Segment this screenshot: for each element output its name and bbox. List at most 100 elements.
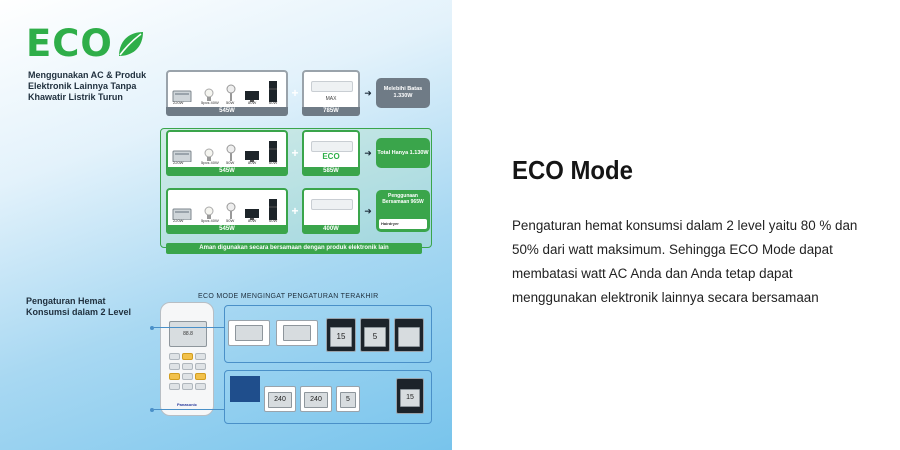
fridge-icon	[269, 141, 277, 162]
lcd-display: 5	[340, 392, 356, 408]
fridge-icon	[269, 81, 277, 102]
step-box	[394, 318, 424, 352]
ac-box: MAX 785W	[302, 70, 360, 116]
tv-icon	[245, 91, 259, 102]
remote-button	[169, 363, 180, 370]
result-text: Penggunaan Bersamaan 965W	[382, 193, 424, 205]
remote-screen: 88.8	[169, 321, 207, 347]
ac-mode-label: MAX	[325, 96, 337, 102]
appliance-label: 80W	[248, 218, 257, 223]
eco-description: Menggunakan AC & Produk Elektronik Lainn…	[28, 70, 147, 102]
appliances-box: 220W 5pcs 40W 50W 80W 60W 545W	[166, 188, 288, 234]
step-box: 5	[336, 386, 360, 412]
lcd-display: 15	[330, 327, 352, 347]
appliance-label: 220W	[173, 218, 184, 223]
bulb-icon	[204, 206, 214, 219]
info-tag	[230, 376, 260, 402]
fan-icon	[226, 202, 236, 219]
eco-mode-infographic: ECO Menggunakan AC & Produk Elektronik L…	[0, 0, 452, 450]
products-total: 545W	[166, 225, 288, 234]
result-card: Penggunaan Bersamaan 965W Hairdryer	[376, 190, 430, 232]
steps-panel	[224, 305, 432, 363]
remote-button	[169, 373, 180, 380]
steps-panel	[224, 370, 432, 424]
lcd-display: 240	[304, 392, 328, 408]
safety-banner: Aman digunakan secara bersamaan dengan p…	[166, 243, 422, 254]
lcd-display	[398, 327, 420, 347]
appliance-label: 50W	[226, 100, 235, 105]
washing-machine-icon	[172, 150, 192, 162]
eco-logo-text: ECO	[26, 22, 113, 65]
appliance-label: 5pcs 40W	[201, 218, 219, 223]
result-badge: Melebihi Batas 1.330W	[376, 78, 430, 108]
ac-total: 785W	[302, 107, 360, 116]
hairdryer-label: Hairdryer	[379, 219, 427, 229]
arrow-right-icon: ➜	[364, 87, 372, 98]
lcd-display	[235, 325, 263, 341]
remote-button	[182, 373, 193, 380]
lcd-display: 5	[364, 327, 386, 347]
plus-sign: +	[291, 146, 299, 160]
appliance-label: 80W	[248, 100, 257, 105]
remote-button	[182, 363, 193, 370]
step-box: 240	[264, 386, 296, 412]
description-text: Pengaturan hemat konsumsi dalam 2 level …	[512, 218, 858, 305]
remote-button	[169, 383, 180, 390]
lcd-display: 15	[400, 389, 420, 407]
remote-button	[169, 353, 180, 360]
appliance-label: 5pcs 40W	[201, 160, 219, 165]
appliances-box: 220W 5pcs 40W 50W 80W 60W 545W	[166, 130, 288, 176]
washing-machine-icon	[172, 90, 192, 102]
appliance-label: 60W	[269, 160, 278, 165]
ac-box: ECO 585W	[302, 130, 360, 176]
callout-line	[154, 327, 224, 328]
fan-icon	[226, 144, 236, 161]
eco-logo: ECO	[26, 22, 145, 65]
callout-dot	[150, 326, 154, 330]
step-box	[276, 320, 318, 346]
remote-button	[195, 353, 206, 360]
fridge-icon	[269, 199, 277, 220]
ac-unit-icon	[311, 141, 353, 152]
plus-sign: +	[291, 204, 299, 218]
appliances-box: 220W 5pcs 40W 50W 80W 60W 545W	[166, 70, 288, 116]
arrow-right-icon: ➜	[364, 147, 372, 158]
bulb-icon	[204, 88, 214, 101]
tv-icon	[245, 209, 259, 220]
appliance-label: 5pcs 40W	[201, 100, 219, 105]
ac-box: 400W	[302, 188, 360, 234]
step-box: 240	[300, 386, 332, 412]
result-badge: Total Hanya 1.130W	[376, 138, 430, 168]
step-box: 5	[360, 318, 390, 352]
appliance-label: 50W	[226, 160, 235, 165]
remote-button	[182, 383, 193, 390]
step-box: 15	[396, 378, 424, 414]
page-title: ECO Mode	[512, 155, 633, 185]
ac-unit-icon	[311, 199, 353, 210]
plus-sign: +	[291, 86, 299, 100]
appliance-label: 60W	[269, 100, 278, 105]
scenario-row: 220W 5pcs 40W 50W 80W 60W 545W + MAX 785…	[166, 70, 430, 116]
lcd-display	[283, 325, 311, 341]
bulb-icon	[204, 148, 214, 161]
scenario-row: 220W 5pcs 40W 50W 80W 60W 545W + ECO 585…	[166, 130, 430, 176]
ac-total: 585W	[302, 167, 360, 176]
arrow-right-icon: ➜	[364, 205, 372, 216]
leaf-icon	[118, 31, 143, 56]
appliance-label: 50W	[226, 218, 235, 223]
products-total: 545W	[166, 107, 288, 116]
lcd-display: 240	[268, 392, 292, 408]
remote-button	[182, 353, 193, 360]
products-total: 545W	[166, 167, 288, 176]
remote-button	[195, 383, 206, 390]
washing-machine-icon	[172, 208, 192, 220]
callout-dot	[150, 408, 154, 412]
remote-button	[195, 363, 206, 370]
remote-control: 88.8 Panasonic	[160, 302, 214, 416]
memory-title: ECO MODE MENGINGAT PENGATURAN TERAKHIR	[198, 293, 379, 300]
appliance-label: 220W	[173, 160, 184, 165]
remote-button	[195, 373, 206, 380]
ac-mode-label: ECO	[322, 152, 340, 161]
ac-unit-icon	[311, 81, 353, 92]
step-box: 15	[326, 318, 356, 352]
